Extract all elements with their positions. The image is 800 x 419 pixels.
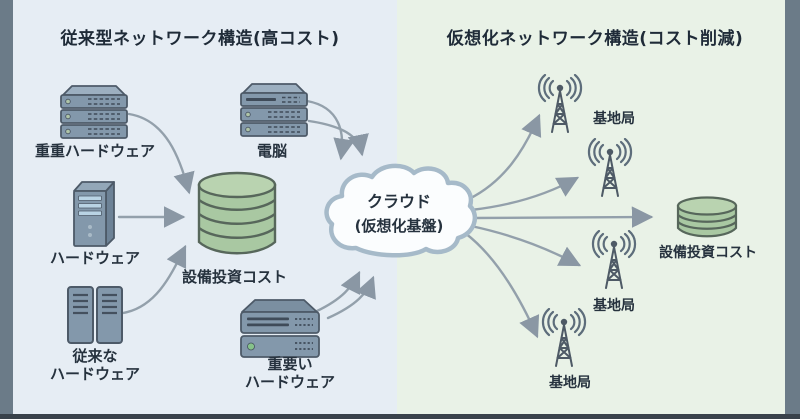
database-icon-right bbox=[676, 196, 738, 240]
left-panel-title: 従来型ネットワーク構造(高コスト) bbox=[60, 29, 340, 49]
investment-cost-label-left: 設備投資コスト bbox=[181, 268, 287, 286]
heavy-hardware-label: 重重ハードウェア bbox=[34, 142, 155, 160]
important-hardware-label-line2: ハードウェア bbox=[244, 373, 335, 391]
legacy-hardware-label: 従来な ハードウェア bbox=[30, 347, 160, 383]
investment-cost-label-right: 設備投資コスト bbox=[659, 245, 757, 261]
server-stack-icon bbox=[58, 84, 130, 142]
important-hardware-label-line1: 重要い bbox=[267, 355, 313, 373]
base-station-icon-second bbox=[578, 138, 642, 202]
rack-server-icon bbox=[238, 298, 322, 360]
legacy-hardware-label-line2: ハードウェア bbox=[49, 365, 140, 383]
database-icon bbox=[196, 170, 278, 262]
base-station-label-bottom: 基地局 bbox=[549, 375, 591, 391]
tower-server-icon bbox=[71, 180, 117, 248]
base-station-icon-top bbox=[528, 74, 592, 138]
base-station-label-middle: 基地局 bbox=[593, 298, 635, 314]
computer-server-stack-icon bbox=[238, 82, 310, 140]
cloud-label: クラウド (仮想化基盤) bbox=[320, 174, 478, 250]
twin-towers-icon bbox=[66, 284, 124, 346]
hardware-label: ハードウェア bbox=[49, 249, 140, 267]
base-station-icon-middle bbox=[582, 230, 646, 294]
bottom-border-bar bbox=[0, 414, 800, 419]
right-panel-title: 仮想化ネットワーク構造(コスト削減) bbox=[446, 29, 744, 49]
cloud-label-line1: クラウド bbox=[366, 192, 431, 211]
computer-label: 電脳 bbox=[256, 142, 287, 160]
base-station-icon-bottom bbox=[532, 308, 596, 372]
cloud-icon: クラウド (仮想化基盤) bbox=[320, 160, 478, 262]
important-hardware-label: 重要い ハードウェア bbox=[225, 355, 355, 391]
base-station-label-top: 基地局 bbox=[593, 111, 635, 127]
cloud-label-line2: (仮想化基盤) bbox=[354, 217, 444, 235]
legacy-hardware-label-line1: 従来な bbox=[72, 347, 118, 365]
